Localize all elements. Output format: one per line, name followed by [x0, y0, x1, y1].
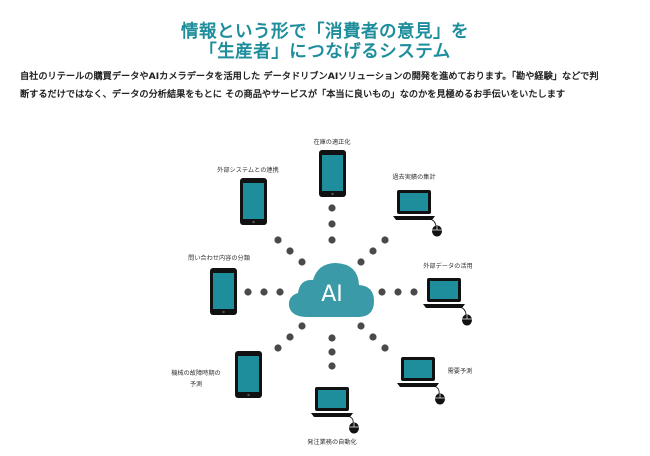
phone-icon — [235, 351, 262, 398]
node-label: 外部システムとの連携 — [217, 166, 279, 174]
mouse-icon — [429, 218, 442, 237]
description-line-1: 自社のリテールの購買データやAIカメラデータを活用した データドリブンAIソリュ… — [20, 71, 599, 82]
node-inventory-optimization: 在庫の適正化 — [313, 138, 351, 197]
node-label: 発注業務の自動化 — [307, 438, 357, 446]
node-label: 在庫の適正化 — [313, 138, 350, 146]
phone-icon — [240, 178, 267, 225]
node-label: 需要予測 — [448, 367, 473, 375]
connector-dots — [244, 204, 418, 370]
heading-line-2: 「生産者」につなげるシステム — [199, 42, 451, 62]
heading-line-1: 情報という形で「消費者の意見」を — [181, 22, 469, 42]
node-label: 問い合わせ内容の分類 — [188, 254, 251, 262]
laptop-icon — [397, 357, 439, 387]
laptop-icon — [311, 387, 353, 417]
node-external-data: 外部データの活用 — [423, 262, 473, 326]
node-failure-prediction: 機械の故障時期の 予測 — [171, 351, 262, 398]
mouse-icon — [433, 385, 445, 405]
phone-icon — [210, 268, 237, 315]
node-demand-forecast: 需要予測 — [397, 357, 472, 405]
node-order-automation: 発注業務の自動化 — [307, 387, 359, 446]
description-line-2: 断するだけではなく、データの分析結果をもとに その商品やサービスが「本当に良いも… — [20, 89, 566, 100]
laptop-icon — [423, 278, 465, 308]
node-label: 機械の故障時期の — [171, 369, 221, 377]
laptop-icon — [393, 190, 435, 220]
node-label: 外部データの活用 — [423, 262, 473, 270]
ai-cloud-icon: AI — [288, 263, 374, 317]
node-external-system-integration: 外部システムとの連携 — [217, 166, 279, 225]
ai-label: AI — [321, 282, 343, 307]
mouse-icon — [459, 306, 472, 326]
node-label: 過去実績の集計 — [392, 173, 435, 181]
node-past-results: 過去実績の集計 — [392, 173, 442, 237]
node-label-2: 予測 — [190, 380, 202, 388]
phone-icon — [319, 150, 346, 197]
mouse-icon — [347, 415, 359, 434]
node-inquiry-classification: 問い合わせ内容の分類 — [188, 254, 251, 315]
